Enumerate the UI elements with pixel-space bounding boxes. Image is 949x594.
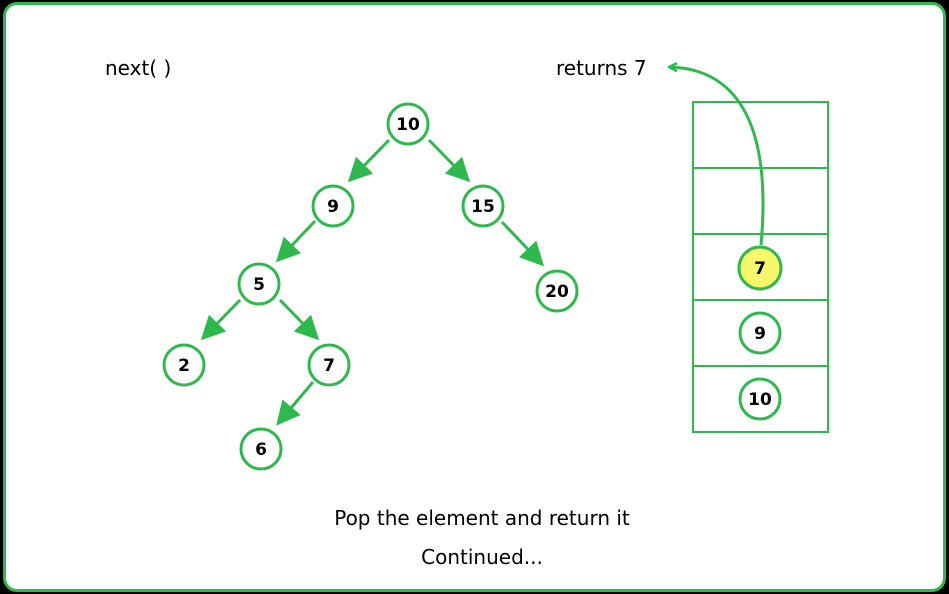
stack-item-label: 10: [748, 390, 772, 410]
stack-item-label: 9: [754, 324, 766, 344]
stack-item: 10: [738, 377, 782, 421]
tree-node-label: 2: [178, 356, 190, 376]
edge-5-7: [278, 298, 320, 341]
tree-node: 20: [535, 269, 579, 313]
stack-outline: [692, 101, 829, 433]
edge-5-2: [200, 298, 242, 341]
tree-node: 2: [162, 343, 206, 387]
tree-node-label: 9: [327, 197, 339, 217]
tree-node: 9: [311, 184, 355, 228]
tree-node-label: 7: [323, 356, 335, 376]
tree-node: 5: [237, 262, 281, 306]
tree-node-label: 20: [545, 282, 569, 302]
tree-node-label: 5: [253, 275, 265, 295]
stack-item: 7: [737, 245, 783, 291]
edge-10-9: [347, 138, 391, 183]
call-label: next( ): [105, 56, 171, 80]
tree: 10 9 15 5 20 2 7 6: [162, 102, 579, 471]
edge-10-15: [427, 138, 471, 183]
edge-9-5: [275, 219, 317, 263]
tree-node: 10: [386, 102, 430, 146]
stack-item-label: 7: [754, 259, 766, 279]
tree-node: 7: [307, 343, 351, 387]
tree-node: 6: [239, 427, 283, 471]
caption-line-2: Continued...: [421, 545, 543, 569]
result-label: returns 7: [556, 56, 647, 80]
caption-line-1: Pop the element and return it: [334, 506, 630, 530]
tree-node-label: 10: [396, 115, 420, 135]
stack-item: 9: [738, 311, 782, 355]
edge-15-20: [500, 220, 545, 267]
return-arrow: [670, 67, 765, 246]
tree-node-label: 6: [255, 440, 267, 460]
edge-7-6: [276, 381, 315, 426]
tree-node: 15: [461, 184, 505, 228]
diagram-frame: [3, 2, 946, 592]
tree-node-label: 15: [471, 197, 495, 217]
